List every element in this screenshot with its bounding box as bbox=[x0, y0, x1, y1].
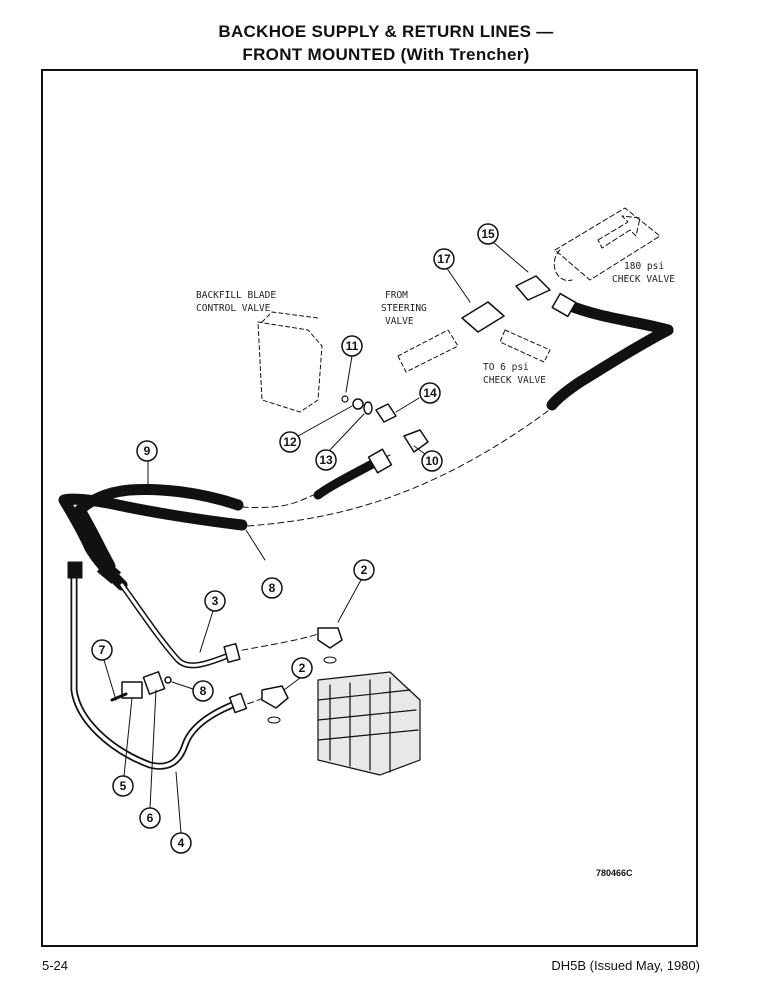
label-backfill-1: BACKFILL BLADE bbox=[196, 290, 276, 301]
tee-17 bbox=[461, 301, 505, 333]
label-check180-1: 180 psi bbox=[624, 261, 664, 272]
bolt-7 bbox=[110, 692, 128, 702]
label-check6-2: CHECK VALVE bbox=[483, 375, 546, 386]
callout-3: 3 bbox=[212, 594, 219, 608]
callout-14: 13 bbox=[319, 453, 333, 467]
oring-12 bbox=[341, 395, 349, 403]
callout-12: 11 bbox=[346, 339, 359, 353]
hose-10 bbox=[74, 484, 244, 516]
adapter-15 bbox=[375, 403, 397, 423]
callout-7: 7 bbox=[99, 643, 106, 657]
label-from-1: FROM bbox=[385, 290, 408, 301]
steering-fitting-outline bbox=[397, 329, 551, 373]
tee-16 bbox=[515, 275, 551, 301]
label-from-2: STEERING bbox=[381, 303, 427, 314]
nut-8 bbox=[164, 676, 172, 684]
oring-14 bbox=[363, 401, 373, 415]
elbow-upper bbox=[317, 627, 343, 649]
hose-to-check-valve bbox=[546, 324, 674, 411]
callout-2-upper: 2 bbox=[361, 563, 368, 577]
callout-17: 17 bbox=[437, 252, 451, 266]
callout-16: 15 bbox=[481, 227, 495, 241]
callout-5: 5 bbox=[120, 779, 127, 793]
control-valve-block bbox=[317, 671, 421, 776]
callout-6: 6 bbox=[147, 811, 154, 825]
elbow-lower bbox=[261, 685, 289, 709]
hose-9 bbox=[58, 493, 248, 591]
callout-2-lower: 2 bbox=[299, 661, 306, 675]
label-check180-2: CHECK VALVE bbox=[612, 274, 675, 285]
diagram-frame bbox=[41, 69, 698, 947]
washer-13 bbox=[352, 398, 364, 410]
page-number: 5-24 bbox=[42, 958, 69, 973]
callout-11: 10 bbox=[425, 454, 439, 468]
label-check6-1: TO 6 psi bbox=[483, 362, 529, 373]
label-from-3: VALVE bbox=[385, 316, 414, 327]
backfill-valve-outline bbox=[257, 311, 323, 413]
callout-8: 8 bbox=[200, 684, 207, 698]
title-line-1: BACKHOE SUPPLY & RETURN LINES — bbox=[218, 22, 554, 41]
check-valve-180-outline bbox=[553, 207, 661, 281]
callout-13: 12 bbox=[283, 435, 297, 449]
callout-4: 4 bbox=[178, 836, 185, 850]
callout-15: 14 bbox=[423, 386, 437, 400]
document-id: DH5B (Issued May, 1980) bbox=[551, 958, 700, 973]
callout-10: 9 bbox=[144, 444, 151, 458]
figure-number: 780466C bbox=[596, 868, 633, 878]
callout-9: 8 bbox=[269, 581, 276, 595]
label-backfill-2: CONTROL VALVE bbox=[196, 303, 271, 314]
plate-6 bbox=[142, 671, 166, 695]
hose-to-fitting bbox=[313, 457, 381, 500]
title-line-2: FRONT MOUNTED (With Trencher) bbox=[242, 45, 530, 64]
elbow-11 bbox=[403, 429, 429, 453]
